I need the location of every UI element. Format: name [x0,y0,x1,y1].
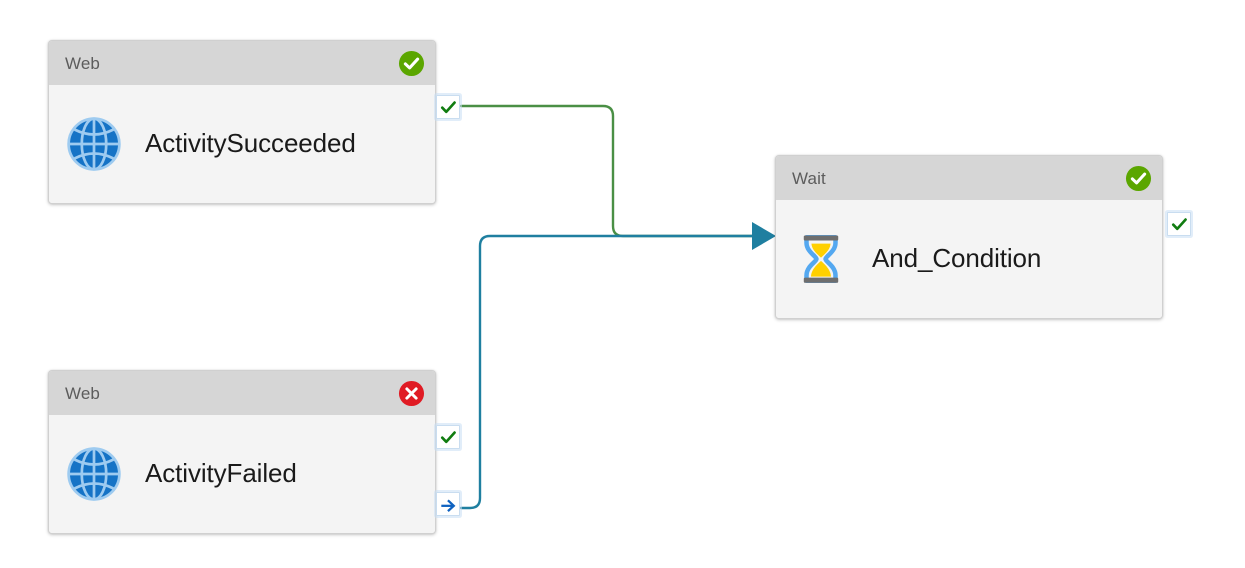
activity-name-label: ActivitySucceeded [145,129,356,159]
activity-node-activity-succeeded[interactable]: Web ActivitySucceeded [48,40,436,204]
success-check-badge-icon [1125,165,1152,191]
activity-node-header: Wait [776,156,1162,200]
output-handle-success[interactable] [436,95,460,119]
output-handle-success[interactable] [436,425,460,449]
activity-node-body: And_Condition [776,200,1162,318]
activity-node-header: Web [49,371,435,415]
activity-node-body: ActivityFailed [49,415,435,533]
connector-skipped-to-wait[interactable] [459,234,754,510]
activity-node-and-condition[interactable]: Wait And_Condition [775,155,1163,319]
skip-arrow-icon [440,499,455,512]
activity-type-label: Wait [792,169,826,187]
connector-arrowhead-icon [752,222,776,250]
activity-node-header: Web [49,41,435,85]
globe-icon [67,117,121,171]
check-icon [1171,217,1187,230]
activity-node-activity-failed[interactable]: Web ActivityFailed [48,370,436,534]
activity-type-label: Web [65,54,100,72]
output-handle-success[interactable] [1167,212,1191,236]
output-handle-skipped[interactable] [436,492,460,516]
globe-icon [67,447,121,501]
activity-name-label: And_Condition [872,244,1042,274]
hourglass-icon [803,234,839,284]
activity-type-label: Web [65,384,100,402]
success-check-badge-icon [398,50,425,76]
activity-node-body: ActivitySucceeded [49,85,435,203]
check-icon [440,430,456,443]
connector-succeeded-to-wait[interactable] [459,104,772,238]
activity-name-label: ActivityFailed [145,459,297,489]
error-cross-badge-icon [398,380,425,406]
check-icon [440,100,456,113]
